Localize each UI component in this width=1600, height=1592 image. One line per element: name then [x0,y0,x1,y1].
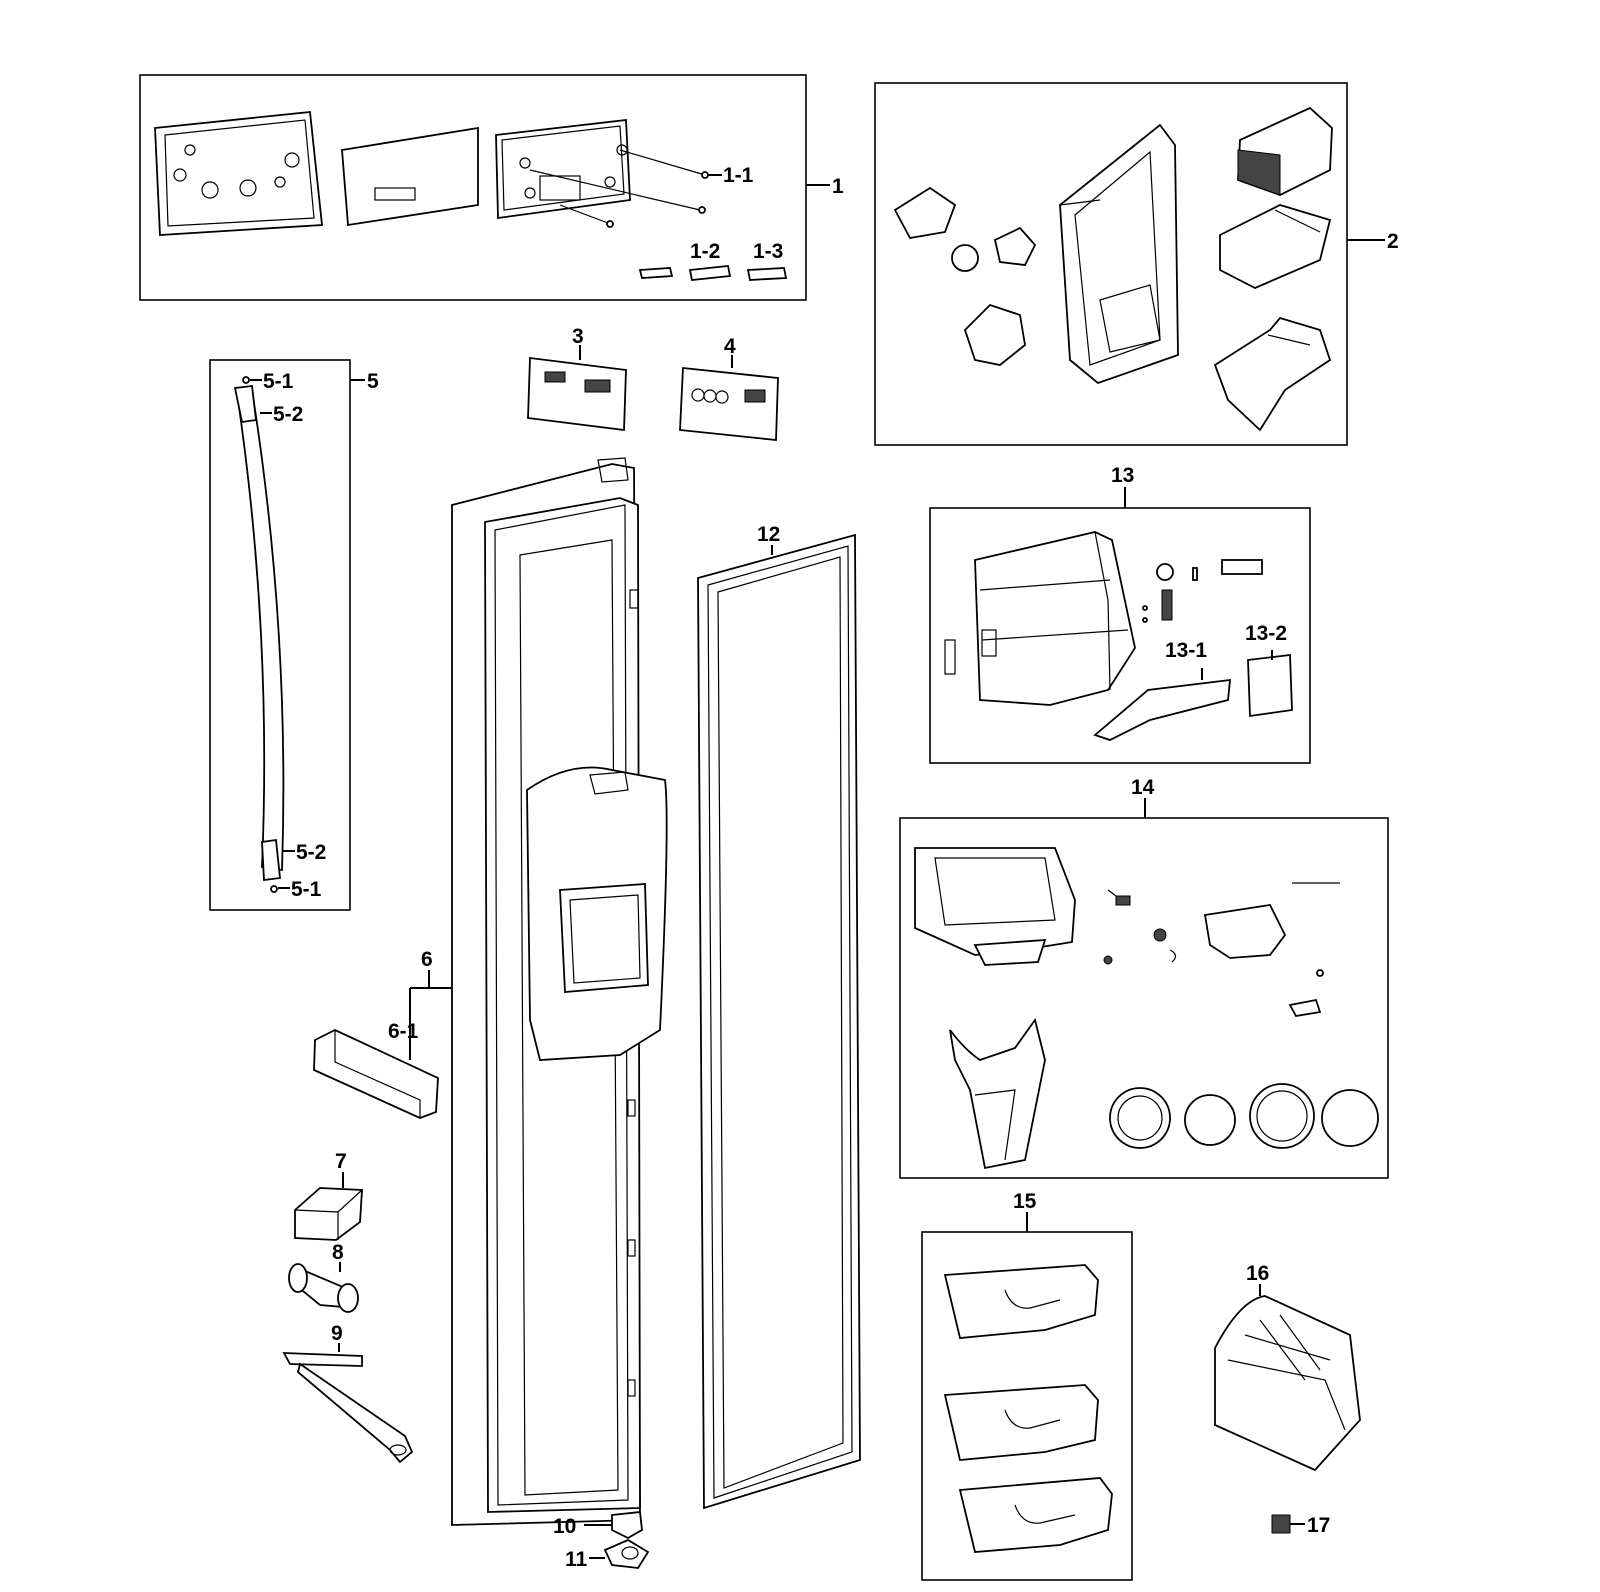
label-17: 17 [1307,1514,1330,1537]
group-1-control-panel [139,74,830,301]
group-14-dispenser [899,798,1389,1179]
main-door [451,457,668,1526]
label-7: 7 [335,1150,347,1173]
group-15-door-bins [921,1212,1133,1581]
label-16: 16 [1246,1262,1269,1285]
label-5-1-top: 5-1 [263,370,294,393]
label-8: 8 [332,1241,344,1264]
label-5-1-bottom: 5-1 [291,878,322,901]
part-4-sub-pcb [679,355,779,441]
part-11-hinge [589,1538,650,1569]
label-5-2-bottom: 5-2 [296,841,326,864]
group-13-ice-bucket [929,487,1311,764]
part-8-tube [288,1262,359,1313]
label-15: 15 [1013,1190,1037,1213]
part-7-block [294,1172,363,1241]
part-16-cover [1214,1284,1361,1472]
label-12: 12 [757,523,780,546]
part-3-main-pcb [527,345,627,432]
label-13-1: 13-1 [1165,639,1207,662]
part-10-hinge [584,1511,643,1540]
group-2-ice-assembly [874,82,1385,446]
label-2: 2 [1387,230,1399,253]
label-10: 10 [553,1515,576,1538]
group-5-handle [209,359,365,911]
part-9-lever [282,1343,414,1464]
label-13-2: 13-2 [1245,622,1287,645]
part-17-foot [1271,1514,1305,1534]
label-1: 1 [832,175,844,198]
label-5-2-top: 5-2 [273,403,303,426]
label-1-2: 1-2 [690,240,720,263]
label-4: 4 [724,335,736,358]
label-9: 9 [331,1322,343,1345]
label-6: 6 [421,948,433,971]
label-14: 14 [1131,776,1155,799]
label-1-1: 1-1 [723,164,754,187]
part-6-cap-assembly [313,970,455,1119]
label-3: 3 [572,325,584,348]
part-12-gasket [697,533,861,1510]
label-5: 5 [367,370,379,393]
label-6-1: 6-1 [388,1020,419,1043]
label-1-3: 1-3 [753,240,783,263]
label-13: 13 [1111,464,1134,487]
label-11: 11 [565,1548,588,1571]
